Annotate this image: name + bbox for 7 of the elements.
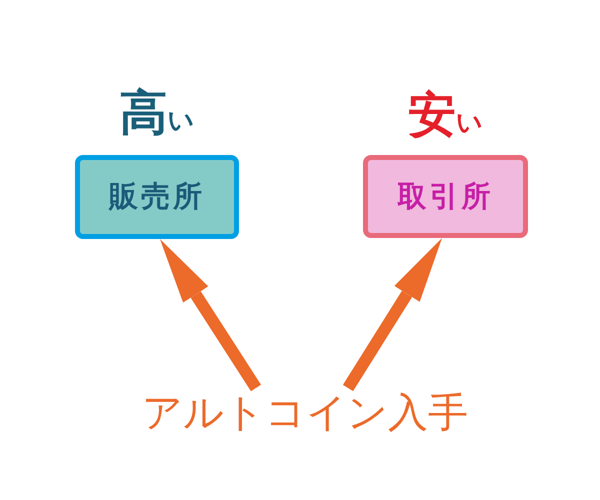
- rounded-box: 取引所: [363, 155, 528, 238]
- arrow: [160, 239, 262, 392]
- arrow: [342, 238, 442, 392]
- heading-text: 安い: [408, 86, 483, 145]
- heading-text: 高い: [120, 84, 194, 143]
- label-text: アルトコイン入手: [142, 388, 468, 438]
- rounded-box: 販売所: [75, 155, 239, 239]
